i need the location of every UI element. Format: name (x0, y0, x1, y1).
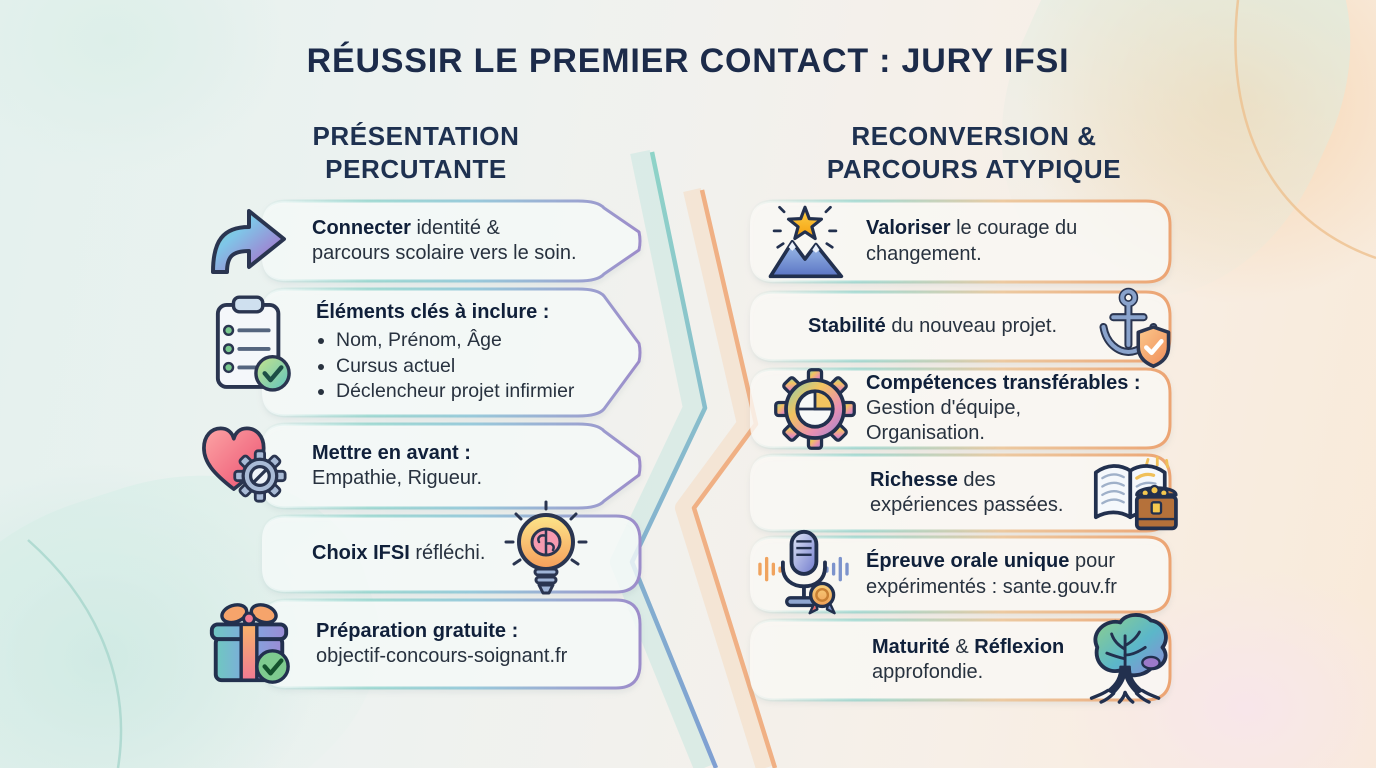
left-column-header: PRÉSENTATION PERCUTANTE (238, 120, 594, 185)
card-text: Richesse des expériences passées. (870, 468, 1064, 516)
card-text-rest: Gestion d'équipe, Organisation. (866, 396, 1022, 445)
decorative-teal-line (27, 539, 123, 768)
card-epreuve-orale: Épreuve orale unique pour expérimentés :… (748, 535, 1172, 614)
decorative-orange-line (1234, 0, 1376, 260)
card-text: Épreuve orale unique pour expérimentés :… (866, 550, 1117, 598)
card-mettre-en-avant: Mettre en avant : Empathie, Rigueur. (260, 422, 642, 510)
card-text-bold: Mettre en avant : (312, 441, 471, 464)
card-text-rest: Empathie, Rigueur. (312, 467, 483, 489)
card-text: Choix IFSI réfléchi. (312, 542, 486, 565)
right-header-line2: PARCOURS ATYPIQUE (826, 153, 1122, 184)
teal-ribbon (629, 151, 719, 768)
card-bullet-list: Nom, Prénom, Âge Cursus actuel Déclenche… (316, 327, 592, 405)
card-choix-ifsi: Choix IFSI réfléchi. (260, 514, 642, 594)
orange-ribbon-soft (675, 187, 774, 768)
card-preparation-gratuite: Préparation gratuite : objectif-concours… (260, 598, 642, 690)
card-text-bold: Compétences transférables : (866, 371, 1141, 394)
card-text: Connecter identité & parcours scolaire v… (312, 216, 577, 264)
card-stabilite: Stabilité du nouveau projet. (748, 290, 1172, 363)
bullet-item: Déclencheur projet infirmier (336, 379, 592, 404)
card-connecter: Connecter identité & parcours scolaire v… (260, 199, 642, 283)
bullet-item: Nom, Prénom, Âge (336, 328, 592, 353)
bullet-item: Cursus actuel (336, 354, 592, 379)
card-text-rest: objectif-concours-soignant.fr (316, 645, 568, 667)
left-header-line2: PERCUTANTE (325, 153, 507, 184)
card-elements-cles: Éléments clés à inclure : Nom, Prénom, Â… (260, 287, 642, 418)
card-text: Maturité & Réflexion approfondie. (872, 635, 1065, 683)
card-richesse: Richesse des expériences passées. (748, 453, 1172, 533)
right-column-header: RECONVERSION & PARCOURS ATYPIQUE (786, 120, 1162, 185)
page-title: RÉUSSIR LE PREMIER CONTACT : JURY IFSI (306, 42, 1070, 80)
card-text: Valoriser le courage du changement. (866, 217, 1078, 265)
right-header-line1: RECONVERSION & (851, 121, 1097, 151)
orange-ribbon (691, 189, 778, 768)
card-maturite: Maturité & Réflexion approfondie. (748, 618, 1172, 702)
card-text: Stabilité du nouveau projet. (808, 314, 1058, 337)
left-header-line1: PRÉSENTATION (312, 121, 520, 151)
teal-ribbon-soft (610, 149, 714, 768)
card-text-bold: Préparation gratuite : (316, 619, 519, 642)
card-heading: Éléments clés à inclure : (316, 301, 550, 324)
card-competences: Compétences transférables : Gestion d'éq… (748, 367, 1172, 450)
card-valoriser: Valoriser le courage du changement. (748, 199, 1172, 284)
